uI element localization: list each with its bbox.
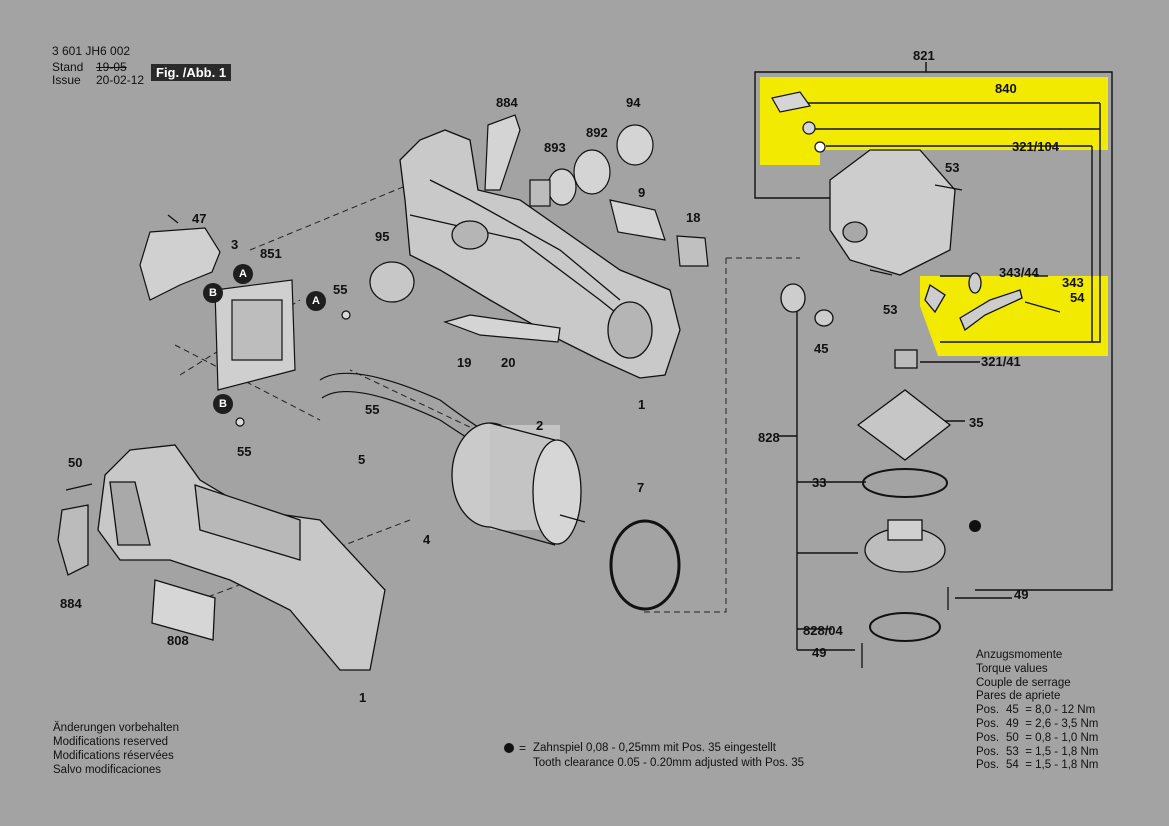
- part-3: 3: [231, 237, 239, 252]
- part-884-bottom: 884: [60, 596, 82, 611]
- part-343-44: 343/44: [999, 265, 1039, 280]
- part-45: 45: [814, 341, 829, 356]
- part-321-104: 321/104: [1012, 139, 1059, 154]
- clearance-note-de: Zahnspiel 0,08 - 0,25mm mit Pos. 35 eing…: [533, 742, 776, 754]
- part-321-41: 321/41: [981, 354, 1021, 369]
- torque-title-es: Pares de apriete: [976, 690, 1061, 703]
- part-55-b: 55: [365, 402, 380, 417]
- part-49-right: 49: [1014, 587, 1029, 602]
- part-828: 828: [758, 430, 780, 445]
- bullet-marker-legend: [504, 743, 514, 753]
- part-4: 4: [423, 532, 431, 547]
- modifications-fr: Modifications réservées: [53, 750, 174, 762]
- part-7: 7: [637, 480, 645, 495]
- highlight-area: [760, 77, 1108, 356]
- part-892: 892: [586, 125, 608, 140]
- part-53-top: 53: [945, 160, 960, 175]
- callout-b-bottom: B: [213, 394, 233, 414]
- issue-value: 20-02-12: [96, 73, 145, 87]
- callout-b-top: B: [203, 283, 223, 303]
- part-5: 5: [358, 452, 366, 467]
- part-33: 33: [812, 475, 827, 490]
- part-19: 19: [457, 355, 472, 370]
- part-54: 54: [1070, 290, 1085, 305]
- part-55-c: 55: [237, 444, 252, 459]
- part-95: 95: [375, 229, 390, 244]
- part-2: 2: [536, 418, 544, 433]
- part-343: 343: [1062, 275, 1084, 290]
- part-1-bottom: 1: [359, 690, 367, 705]
- modifications-en: Modifications reserved: [53, 736, 169, 748]
- callout-a-bottom: A: [306, 291, 326, 311]
- torque-table: Anzugsmomente Torque values Couple de se…: [976, 649, 1098, 773]
- torque-title-en: Torque values: [976, 662, 1048, 675]
- part-884-top: 884: [496, 95, 518, 110]
- torque-row: Pos.54 = 1,5 - 1,8 Nm: [976, 759, 1099, 772]
- clearance-note-en: Tooth clearance 0.05 - 0.20mm adjusted w…: [533, 757, 805, 769]
- callout-a-top: A: [233, 264, 253, 284]
- part-893: 893: [544, 140, 566, 155]
- part-35: 35: [969, 415, 984, 430]
- part-808: 808: [167, 633, 189, 648]
- modifications-de: Änderungen vorbehalten: [53, 722, 179, 734]
- part-821: 821: [913, 48, 935, 63]
- torque-row: Pos.49 = 2,6 - 3,5 Nm: [976, 717, 1099, 730]
- part-47: 47: [192, 211, 207, 226]
- part-851: 851: [260, 246, 282, 261]
- torque-title-de: Anzugsmomente: [976, 649, 1063, 661]
- bullet-equals: =: [519, 741, 527, 755]
- bullet-marker: [969, 520, 981, 532]
- part-1-top: 1: [638, 397, 646, 412]
- stand-value: 19-05: [96, 60, 127, 74]
- part-49-left: 49: [812, 645, 827, 660]
- part-828-04: 828/04: [803, 623, 843, 638]
- torque-row: Pos.50 = 0,8 - 1,0 Nm: [976, 731, 1099, 744]
- part-55-a: 55: [333, 282, 348, 297]
- part-53-bottom: 53: [883, 302, 898, 317]
- doc-number: 3 601 JH6 002: [52, 44, 131, 58]
- part-840: 840: [995, 81, 1017, 96]
- torque-row: Pos.53 = 1,5 - 1,8 Nm: [976, 745, 1099, 758]
- part-94: 94: [626, 95, 641, 110]
- part-18: 18: [686, 210, 701, 225]
- torque-title-fr: Couple de serrage: [976, 676, 1071, 689]
- torque-row: Pos.45 = 8,0 - 12 Nm: [976, 704, 1096, 717]
- part-9: 9: [638, 185, 646, 200]
- figure-label: Fig. /Abb. 1: [151, 64, 232, 81]
- modifications-es: Salvo modificaciones: [53, 764, 162, 776]
- part-20: 20: [501, 355, 516, 370]
- issue-label: Issue: [52, 73, 81, 87]
- part-50: 50: [68, 455, 83, 470]
- stand-label: Stand: [52, 60, 84, 74]
- modifications-note: Änderungen vorbehalten Modifications res…: [53, 721, 179, 777]
